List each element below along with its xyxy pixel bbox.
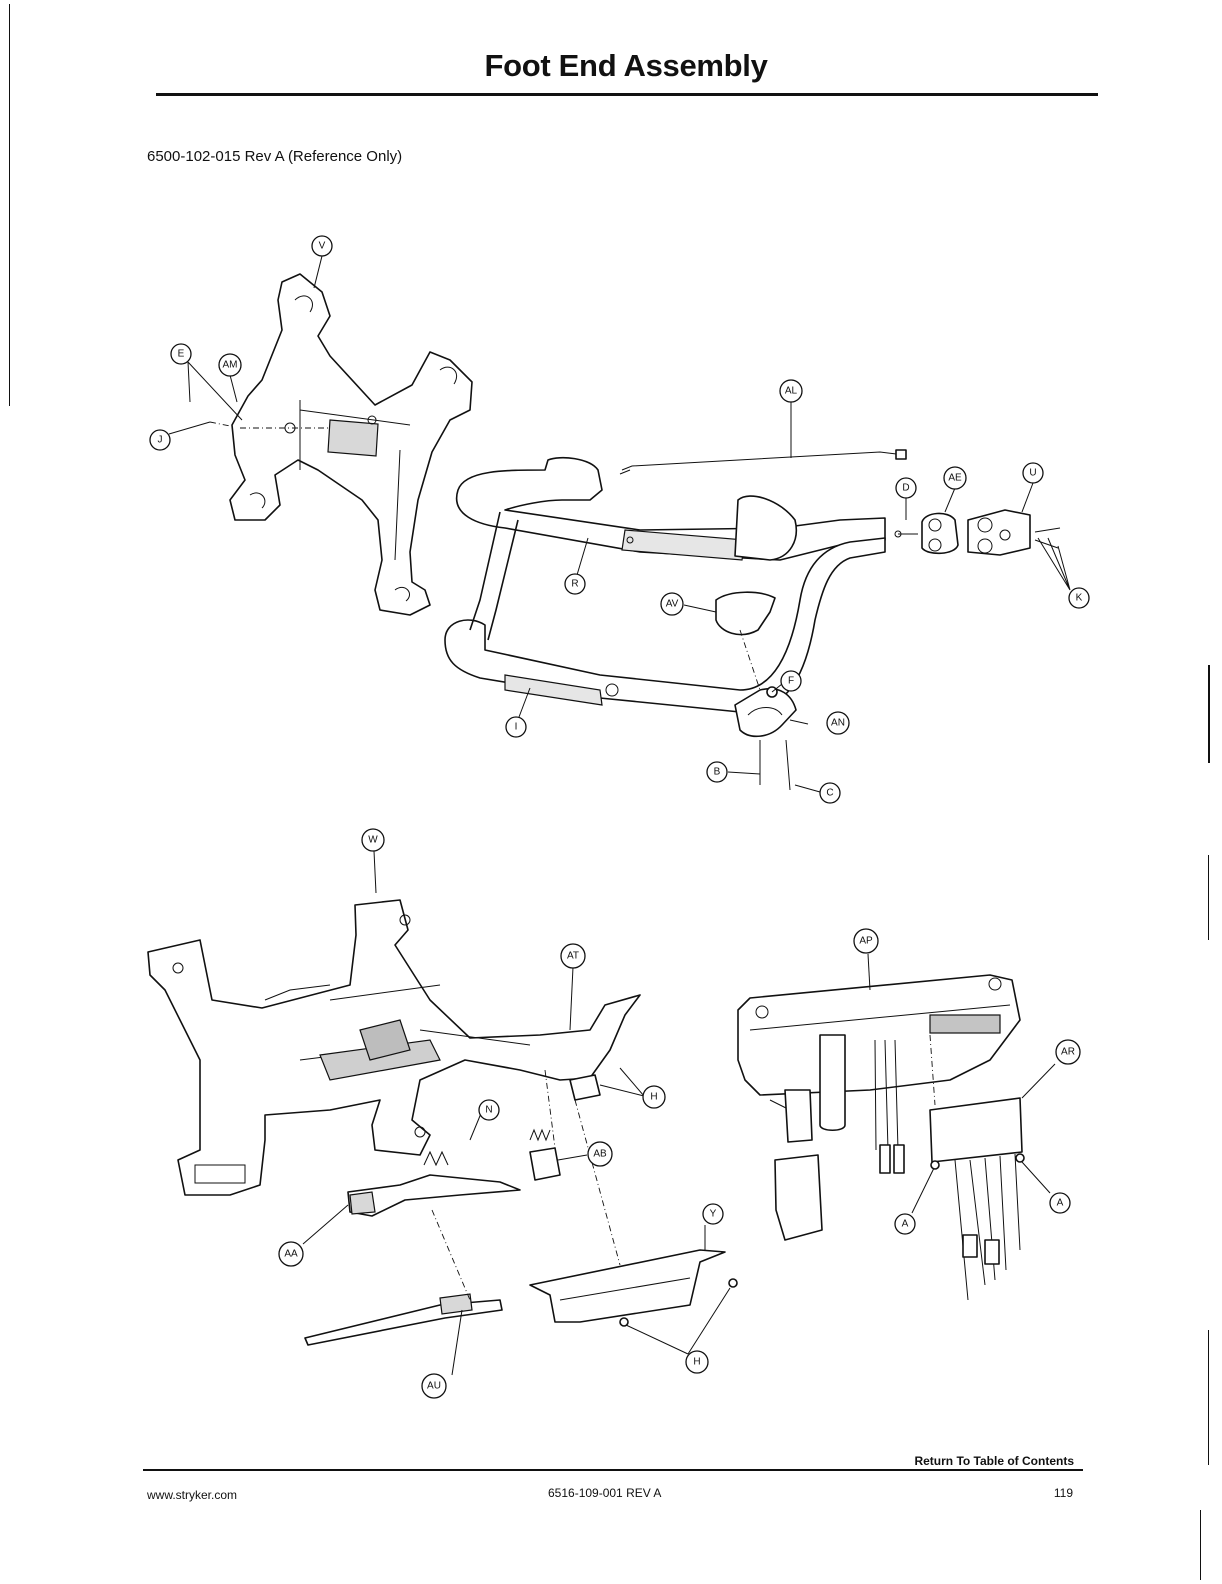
part-cover-lever xyxy=(305,1250,737,1345)
callout-label: J xyxy=(158,435,163,446)
callout-AE: AE xyxy=(944,467,966,489)
callout-K: K xyxy=(1069,588,1089,608)
callout-label: W xyxy=(368,835,378,846)
callout-I: I xyxy=(506,717,526,737)
callout-AV: AV xyxy=(661,593,683,615)
callout-J: J xyxy=(150,430,170,450)
callout-F: F xyxy=(781,671,801,691)
part-control-box xyxy=(738,975,1024,1300)
callout-label: D xyxy=(902,483,909,494)
callout-label: Y xyxy=(710,1209,717,1220)
callout-label: B xyxy=(714,767,721,778)
callout-AA: AA xyxy=(279,1242,303,1266)
callout-AL: AL xyxy=(780,380,802,402)
callout-B: B xyxy=(707,762,727,782)
part-cable xyxy=(620,450,906,474)
callout-AP: AP xyxy=(854,929,878,953)
callout-V: V xyxy=(312,236,332,256)
callout-label: K xyxy=(1076,593,1083,604)
footer-doc-number: 6516-109-001 REV A xyxy=(548,1486,661,1500)
callout-AU: AU xyxy=(422,1374,446,1398)
return-to-toc-link[interactable]: Return To Table of Contents xyxy=(914,1454,1074,1468)
callout-H-lower: H xyxy=(686,1351,708,1373)
callout-R: R xyxy=(565,574,585,594)
part-foot-frame xyxy=(230,274,472,615)
callout-E: E xyxy=(171,344,191,364)
callout-label: AN xyxy=(831,718,845,729)
callout-label: H xyxy=(693,1357,700,1368)
callout-label: AE xyxy=(948,473,962,484)
callout-AN: AN xyxy=(827,712,849,734)
part-handle-tubes xyxy=(445,458,885,712)
callout-label: E xyxy=(178,349,185,360)
callout-label: I xyxy=(515,722,518,733)
callout-label: R xyxy=(571,579,578,590)
callout-label: V xyxy=(319,241,326,252)
callout-label: C xyxy=(826,788,833,799)
callout-AT: AT xyxy=(561,944,585,968)
footer-website: www.stryker.com xyxy=(147,1488,237,1502)
footer-page-number: 119 xyxy=(1054,1486,1073,1500)
callout-N: N xyxy=(479,1100,499,1120)
callout-label: AA xyxy=(284,1249,298,1260)
callout-label: AV xyxy=(666,599,679,610)
callout-H-upper: H xyxy=(643,1086,665,1108)
callout-AM: AM xyxy=(219,354,241,376)
callout-Y: Y xyxy=(703,1204,723,1224)
callout-label: AL xyxy=(785,386,798,397)
callout-label: AP xyxy=(859,936,873,947)
callout-label: A xyxy=(1057,1198,1064,1209)
callout-label: AR xyxy=(1061,1047,1075,1058)
callout-AB: AB xyxy=(588,1142,612,1166)
callout-AR: AR xyxy=(1056,1040,1080,1064)
footer-rule xyxy=(143,1469,1083,1471)
callout-U: U xyxy=(1023,463,1043,483)
callout-label: A xyxy=(902,1219,909,1230)
callout-label: AB xyxy=(593,1149,607,1160)
callout-label: AT xyxy=(567,951,579,962)
callout-label: U xyxy=(1029,468,1036,479)
part-lower-frame xyxy=(148,900,640,1195)
callout-C: C xyxy=(820,783,840,803)
callout-A-left: A xyxy=(895,1214,915,1234)
part-switch-housing xyxy=(895,510,1060,555)
callout-A-right: A xyxy=(1050,1193,1070,1213)
callout-label: N xyxy=(485,1105,492,1116)
callout-label: AM xyxy=(223,360,238,371)
callout-label: H xyxy=(650,1092,657,1103)
callout-D: D xyxy=(896,478,916,498)
callout-label: AU xyxy=(427,1381,441,1392)
callout-W: W xyxy=(362,829,384,851)
callout-label: F xyxy=(788,676,794,687)
